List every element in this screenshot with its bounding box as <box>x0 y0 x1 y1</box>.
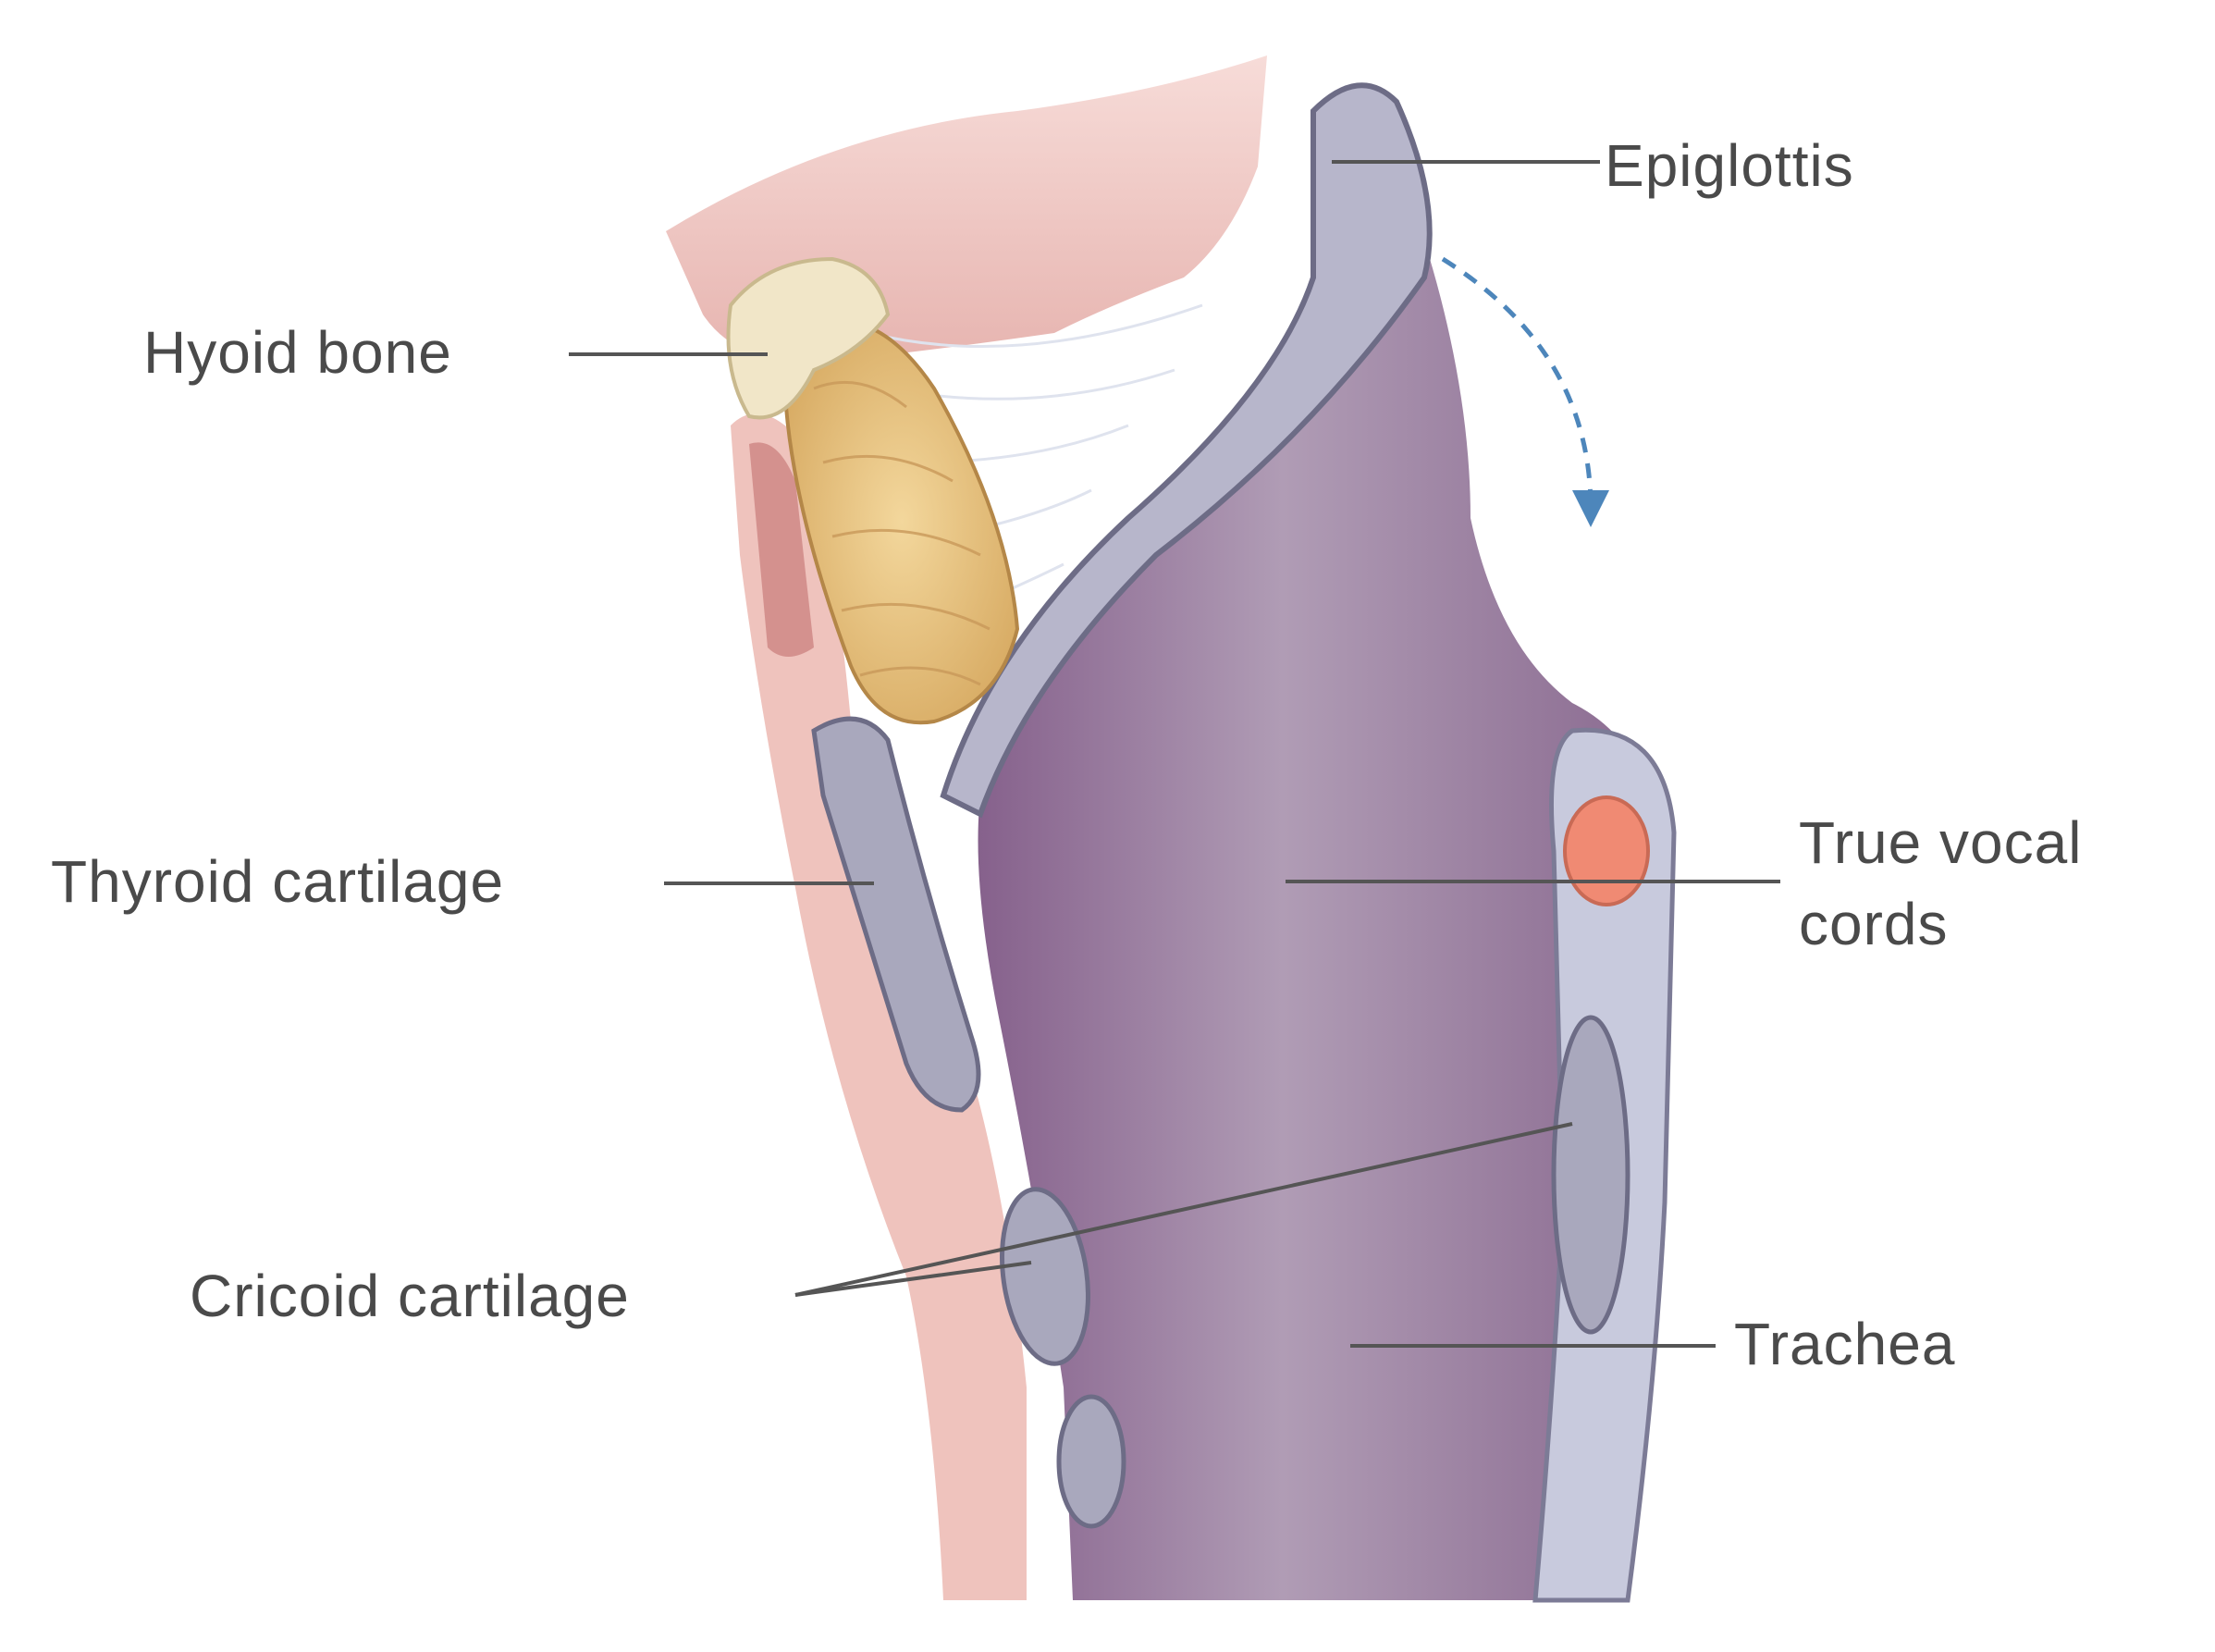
epiglottis-motion-arrow <box>1441 256 1609 527</box>
leader-cricoid-b <box>794 1122 1573 1297</box>
cricoid-cartilage-posterior <box>1551 1015 1630 1335</box>
label-hyoid-bone: Hyoid bone <box>143 319 452 386</box>
anterior-muscle-band <box>749 442 814 657</box>
pre-epiglottic-fat <box>783 318 1020 725</box>
leader-lines <box>569 160 1780 1348</box>
tracheal-ring-1 <box>1056 1394 1126 1529</box>
anterior-soft-tissue <box>731 413 1027 1601</box>
cricoid-cartilage-anterior <box>1000 1187 1090 1366</box>
label-true-vocal-cords-line1: True vocal <box>1799 809 2083 876</box>
epiglottis-shape <box>940 82 1433 819</box>
true-vocal-cord-shape <box>1563 795 1650 906</box>
laryngeal-lumen <box>978 240 1655 1600</box>
leader-cricoid-a <box>794 1261 1032 1297</box>
hyoid-bone-shape <box>726 256 891 420</box>
label-thyroid-cartilage: Thyroid cartilage <box>51 848 505 915</box>
label-trachea: Trachea <box>1734 1311 1956 1377</box>
fat-texture <box>813 380 991 686</box>
label-cricoid-cartilage: Cricoid cartilage <box>190 1263 630 1329</box>
thyroid-cartilage-shape <box>811 716 981 1113</box>
label-true-vocal-cords-line2: cords <box>1799 891 1949 957</box>
label-epiglottis: Epiglottis <box>1605 132 1854 199</box>
